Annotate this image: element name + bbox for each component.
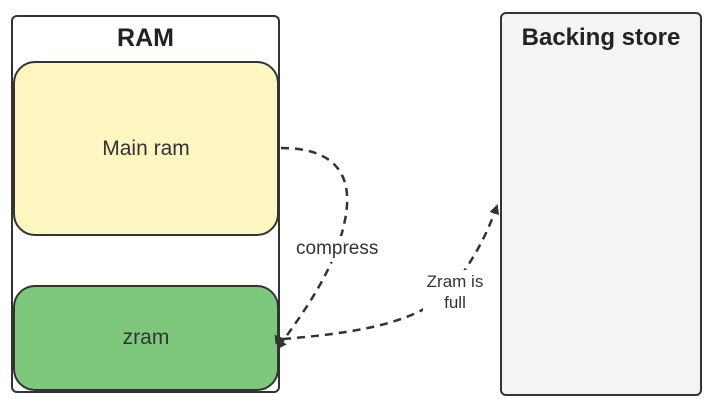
zram-label: zram (122, 326, 170, 349)
zram-box: zram (13, 285, 279, 391)
zram-full-label: Zram is full (423, 270, 487, 314)
zram-full-line1: Zram is (426, 272, 484, 291)
backing-store-box (500, 12, 702, 396)
zram-full-line2: full (444, 293, 466, 312)
main-ram-box: Main ram (13, 61, 279, 236)
compress-label: compress (294, 236, 381, 262)
ram-title: RAM (117, 24, 174, 52)
backing-store-title: Backing store (521, 24, 681, 51)
main-ram-label: Main ram (102, 136, 190, 160)
